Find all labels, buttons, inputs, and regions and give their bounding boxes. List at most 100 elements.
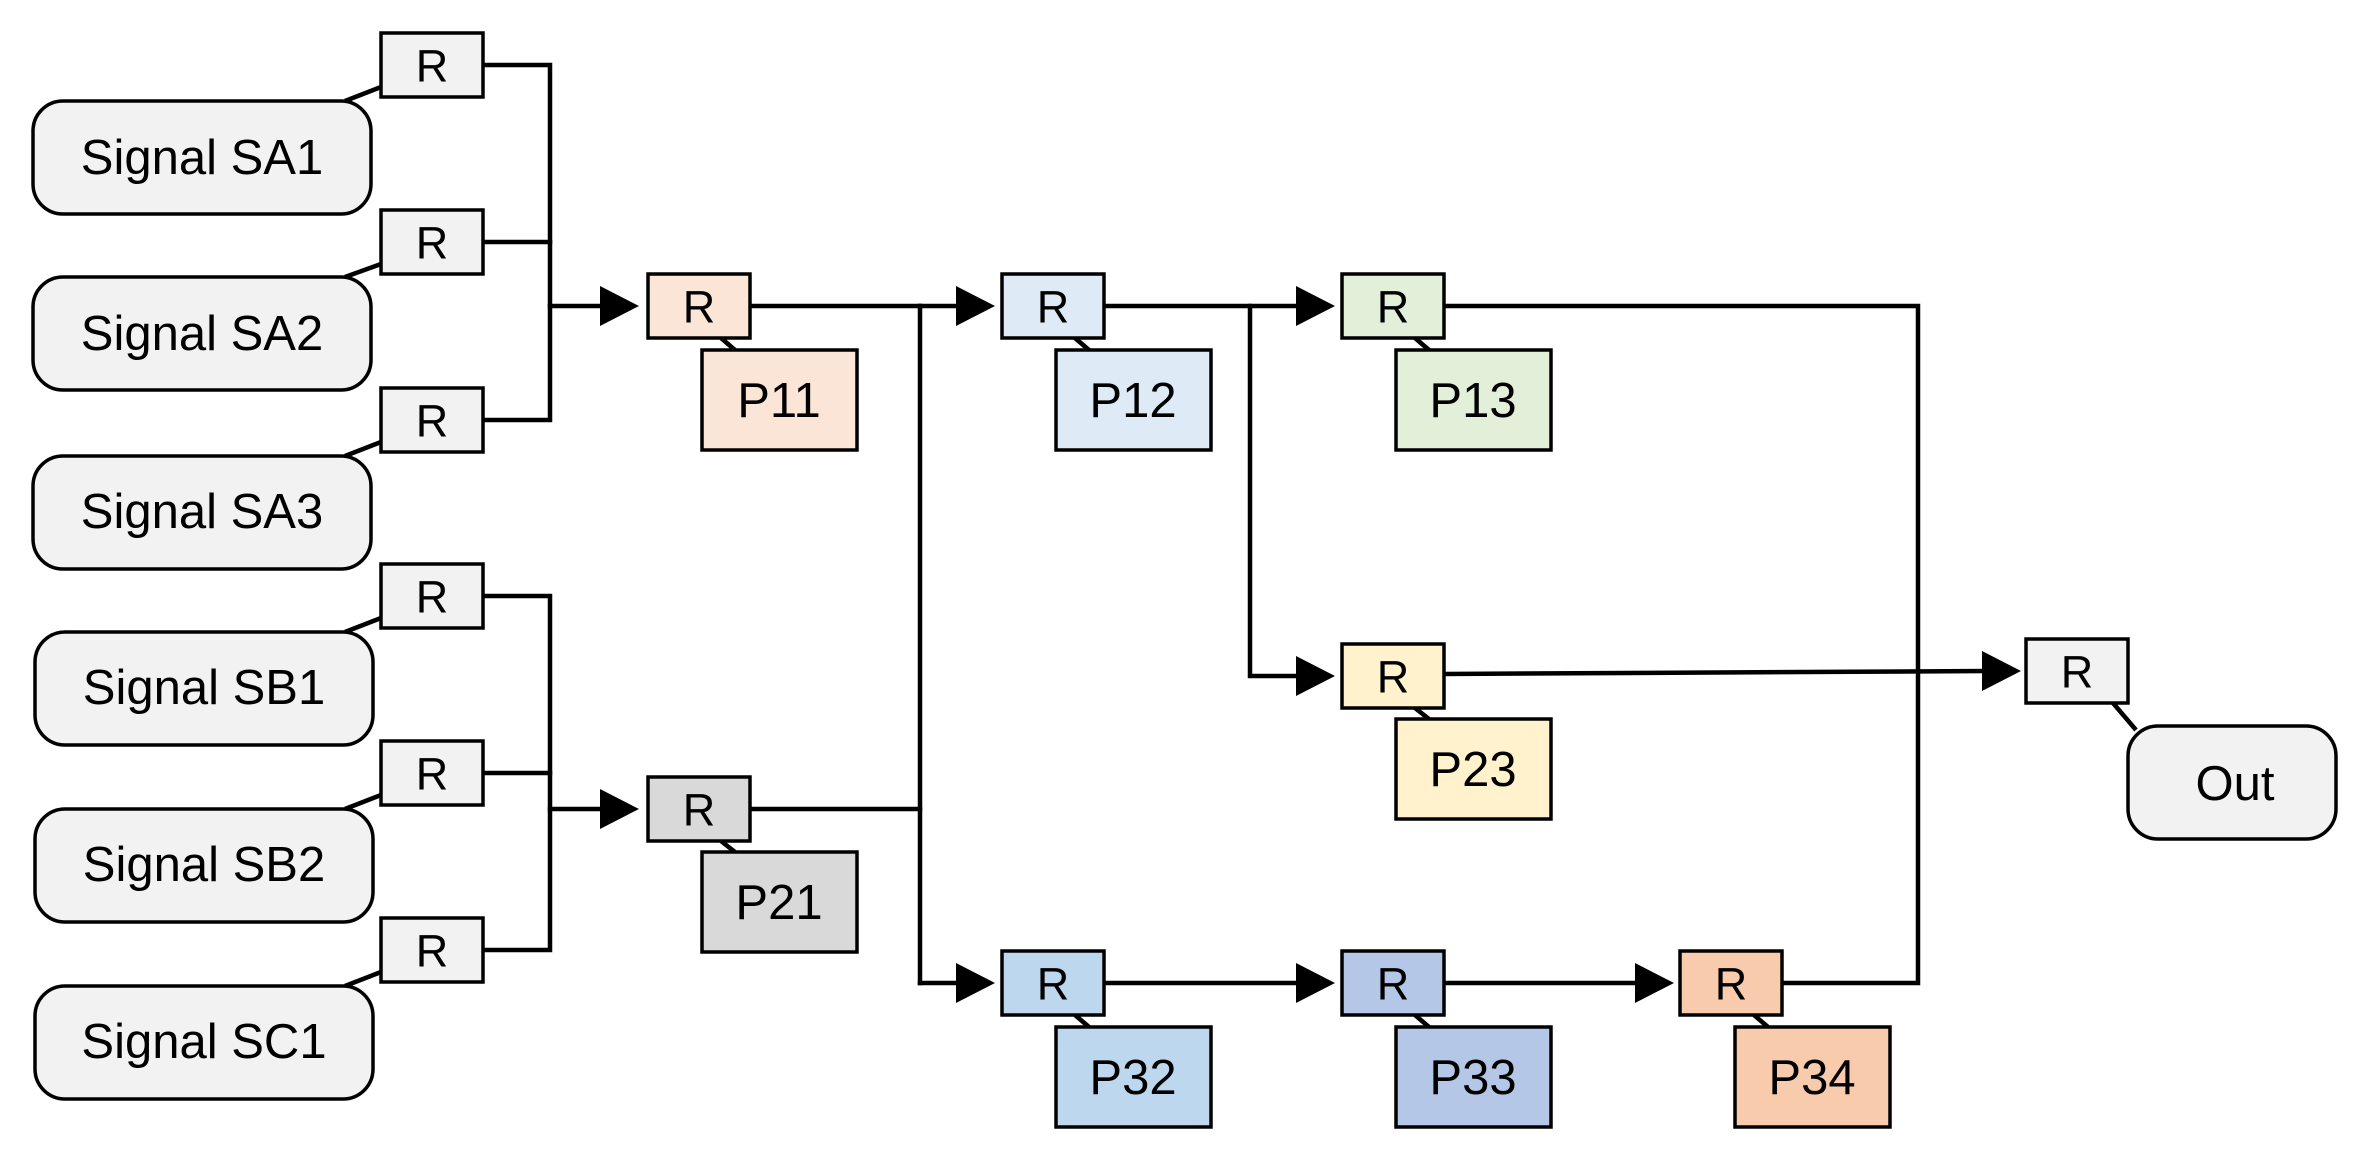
signal-sa1-label: Signal SA1 xyxy=(81,131,323,185)
leader-p33 xyxy=(1413,1013,1431,1029)
leader-p21 xyxy=(719,839,737,854)
register-sc1-label: R xyxy=(416,926,449,977)
register-p32-box xyxy=(1000,949,1106,1017)
signal-sa2-box xyxy=(31,275,373,392)
stage-p12-label: P12 xyxy=(1089,374,1176,428)
wire-r23-to-rout xyxy=(1441,668,1988,677)
signal-sb1-label: Signal SB1 xyxy=(83,661,325,715)
stage-p21-box xyxy=(700,850,859,954)
arrow-to-r12 xyxy=(956,286,995,326)
stage-p32-box xyxy=(1054,1025,1213,1129)
stage-p13: P13 xyxy=(1394,348,1553,452)
wire-r13-to-out-bus xyxy=(1441,303,1921,986)
register-sb2-label: R xyxy=(416,749,449,800)
signal-sa2-label: Signal SA2 xyxy=(81,307,323,361)
stage-p12: P12 xyxy=(1054,348,1213,452)
leader-p23 xyxy=(1413,706,1431,721)
register-p13-label: R xyxy=(1377,282,1410,333)
signal-sa3-label: Signal SA3 xyxy=(81,485,323,539)
wires xyxy=(480,62,1988,986)
signal-sb1-box xyxy=(33,630,375,747)
register-p23-box xyxy=(1340,642,1446,710)
register-sc1-box xyxy=(379,916,485,984)
stages: P11 P12 P13 P21 P23 P32 P33 P34 xyxy=(700,348,1892,1129)
register-p13: R xyxy=(1340,272,1446,340)
register-sb2-box xyxy=(379,739,485,807)
signal-sc1-box xyxy=(33,984,375,1101)
output-label: Out xyxy=(2196,757,2275,811)
stage-p21: P21 xyxy=(700,850,859,954)
leader-p32 xyxy=(1073,1013,1091,1029)
register-p33-box xyxy=(1340,949,1446,1017)
arrowheads xyxy=(600,286,2021,1003)
leader-p11 xyxy=(719,336,737,352)
signal-sb2: Signal SB2 xyxy=(33,807,375,924)
register-out-label: R xyxy=(2061,647,2094,698)
register-sa3-box xyxy=(379,386,485,454)
output-node: Out xyxy=(2126,724,2338,841)
leader-sa2 xyxy=(344,261,382,280)
stage-p23: P23 xyxy=(1394,717,1553,821)
register-out: R xyxy=(2024,637,2130,705)
signal-sa3-box xyxy=(31,454,373,571)
signal-sb1: Signal SB1 xyxy=(33,630,375,747)
register-sb2: R xyxy=(379,739,485,807)
stage-p32: P32 xyxy=(1054,1025,1213,1129)
register-p21: R xyxy=(646,775,752,843)
register-sb1-box xyxy=(379,562,485,630)
output-box xyxy=(2126,724,2338,841)
stage-p13-label: P13 xyxy=(1429,374,1516,428)
leader-p13 xyxy=(1413,336,1431,352)
signal-sb2-box xyxy=(33,807,375,924)
signal-sa2: Signal SA2 xyxy=(31,275,373,392)
arrow-to-r34 xyxy=(1635,963,1674,1003)
arrow-to-rout xyxy=(1982,651,2021,691)
arrow-to-r21 xyxy=(600,789,639,829)
register-p12-box xyxy=(1000,272,1106,340)
leader-sa1 xyxy=(344,84,382,104)
stage-p34: P34 xyxy=(1733,1025,1892,1129)
stage-p23-label: P23 xyxy=(1429,743,1516,797)
stage-p32-label: P32 xyxy=(1089,1051,1176,1105)
register-p33: R xyxy=(1340,949,1446,1017)
leader-sb1 xyxy=(344,615,382,635)
register-out-box xyxy=(2024,637,2130,705)
register-p34-box xyxy=(1678,949,1784,1017)
arrow-to-r33 xyxy=(1296,963,1335,1003)
register-sa1-box xyxy=(379,31,485,99)
register-sa3: R xyxy=(379,386,485,454)
register-p21-label: R xyxy=(683,785,716,836)
register-p11: R xyxy=(646,272,752,340)
stage-p11: P11 xyxy=(700,348,859,452)
registers: R R R R R R R R xyxy=(379,31,2130,1017)
stage-p11-label: P11 xyxy=(737,374,821,428)
arrow-to-r11 xyxy=(600,286,639,326)
register-p23: R xyxy=(1340,642,1446,710)
register-p32: R xyxy=(1000,949,1106,1017)
stage-p33: P33 xyxy=(1394,1025,1553,1129)
stage-p34-box xyxy=(1733,1025,1892,1129)
signal-sc1: Signal SC1 xyxy=(33,984,375,1101)
register-p12: R xyxy=(1000,272,1106,340)
register-p34: R xyxy=(1678,949,1784,1017)
signal-sa3: Signal SA3 xyxy=(31,454,373,571)
register-p21-box xyxy=(646,775,752,843)
wire-r12-to-r23 xyxy=(1247,303,1300,679)
register-p33-label: R xyxy=(1377,959,1410,1010)
stage-p33-label: P33 xyxy=(1429,1051,1516,1105)
arrow-to-r32 xyxy=(956,963,995,1003)
signal-sc1-label: Signal SC1 xyxy=(81,1015,326,1069)
register-sa3-label: R xyxy=(416,396,449,447)
stage-p13-box xyxy=(1394,348,1553,452)
stage-p23-box xyxy=(1394,717,1553,821)
leader-sb2 xyxy=(344,792,382,812)
arrow-to-r23 xyxy=(1296,656,1335,696)
register-p11-label: R xyxy=(683,282,716,333)
register-sc1: R xyxy=(379,916,485,984)
register-p13-box xyxy=(1340,272,1446,340)
register-sb1: R xyxy=(379,562,485,630)
arrow-to-r13 xyxy=(1296,286,1335,326)
register-sa1: R xyxy=(379,31,485,99)
signal-sources: Signal SA1 Signal SA2 Signal SA3 Signal … xyxy=(31,99,375,1101)
stage-p34-label: P34 xyxy=(1768,1051,1855,1105)
